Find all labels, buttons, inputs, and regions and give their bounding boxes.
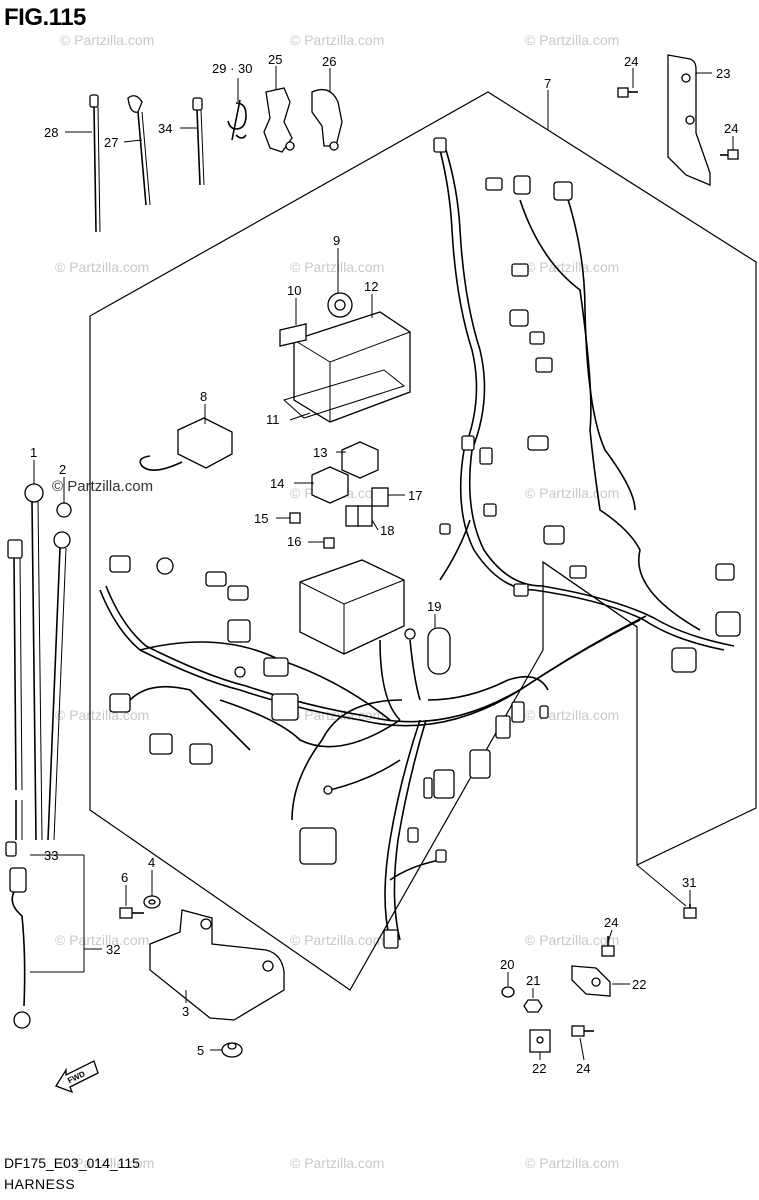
callout-25: 25 (268, 52, 282, 67)
callout-5: 5 (197, 1043, 204, 1058)
watermark: © Partzilla.com (525, 32, 619, 48)
diagram-code: DF175_E03_014_115 (4, 1155, 140, 1171)
callout-labels: 28 27 34 29 · 30 25 26 24 23 24 7 9 10 1… (30, 52, 738, 1076)
fuse-15 (289, 512, 301, 524)
callout-17: 17 (408, 488, 422, 503)
callout-11: 11 (266, 412, 280, 427)
relay-13 (341, 441, 379, 479)
tie-34 (192, 97, 205, 186)
bolt-6 (119, 907, 144, 919)
figure-title: FIG.115 (4, 4, 86, 31)
grommet-9 (327, 292, 353, 318)
callout-31: 31 (682, 875, 696, 890)
fuse-box-cover-12 (293, 311, 411, 423)
watermark: © Partzilla.com (60, 1155, 154, 1171)
callout-33: 33 (44, 848, 58, 863)
clip-29-30 (227, 99, 247, 141)
washer-4 (143, 895, 161, 909)
callout-24: 24 (624, 54, 638, 69)
connectors (109, 137, 741, 949)
callout-27: 27 (104, 135, 118, 150)
plate-22-right (571, 965, 611, 997)
callout-9: 9 (333, 233, 340, 248)
cap-19 (427, 627, 451, 675)
watermark: © Partzilla.com (290, 1155, 384, 1171)
callout-28: 28 (44, 125, 58, 140)
washer-20 (501, 986, 515, 998)
gasket-11 (283, 369, 406, 419)
battery-cables (5, 483, 72, 1029)
callout-22: 22 (632, 977, 646, 992)
callout-15: 15 (254, 511, 268, 526)
callout-19: 19 (427, 599, 441, 614)
callout-34: 34 (158, 121, 172, 136)
bolt-24-top (617, 87, 638, 98)
callout-16: 16 (287, 534, 301, 549)
callout-6: 6 (121, 870, 128, 885)
watermark: © Partzilla.com (525, 707, 619, 723)
callout-24: 24 (576, 1061, 590, 1076)
nut-21 (523, 999, 543, 1013)
fuse-16 (323, 537, 335, 549)
callout-26: 26 (322, 54, 336, 69)
callout-13: 13 (313, 445, 327, 460)
watermark: © Partzilla.com (55, 932, 149, 948)
watermark: © Partzilla.com (525, 485, 619, 501)
clip-10 (279, 323, 307, 347)
callout-14: 14 (270, 476, 284, 491)
watermark: © Partzilla.com (290, 259, 384, 275)
callout-23: 23 (716, 66, 730, 81)
bracket-3 (149, 909, 285, 1021)
watermark: © Partzilla.com (290, 32, 384, 48)
watermark: © Partzilla.com (525, 1155, 619, 1171)
callout-20: 20 (500, 957, 514, 972)
callout-22: 22 (532, 1061, 546, 1076)
bolt-24-bracket (720, 149, 739, 160)
relay-14 (311, 466, 349, 504)
bolt-24-bottom (571, 1025, 594, 1037)
grommet-5 (221, 1042, 243, 1058)
callout-2: 2 (59, 462, 66, 477)
callout-8: 8 (200, 389, 207, 404)
callout-7: 7 (544, 76, 551, 91)
tie-28 (89, 94, 101, 233)
assembly-frame-inner (542, 561, 638, 628)
callout-24: 24 (604, 915, 618, 930)
callout-12: 12 (364, 279, 378, 294)
fuse-18 (345, 505, 373, 527)
callout-10: 10 (287, 283, 301, 298)
callout-1: 1 (30, 445, 37, 460)
fwd-arrow: FWD (55, 1060, 99, 1094)
callout-3: 3 (182, 1004, 189, 1019)
diagram-name: HARNESS (4, 1176, 76, 1192)
clamp-25 (263, 87, 295, 153)
fuse-17 (371, 487, 389, 507)
wire-harness-7 (99, 149, 735, 941)
watermark: © Partzilla.com (55, 259, 149, 275)
watermark: © Partzilla.com (55, 707, 149, 723)
watermark: © Partzilla.com (60, 32, 154, 48)
watermark: © Partzilla.com (525, 259, 619, 275)
callout-21: 21 (526, 973, 540, 988)
watermark: © Partzilla.com (525, 932, 619, 948)
assembly-frame (89, 91, 757, 991)
callout-29-30: 29 · 30 (212, 61, 252, 76)
watermark: © Partzilla.com (290, 932, 384, 948)
relay-8 (139, 417, 233, 471)
plate-22-left (529, 1029, 551, 1053)
callout-32: 32 (106, 942, 120, 957)
watermark-strong: © Partzilla.com (52, 478, 153, 495)
fuse-box-base (299, 559, 405, 655)
leader-lines (30, 66, 734, 1061)
tie-27 (127, 95, 151, 206)
clamp-26 (311, 88, 343, 151)
bracket-23 (667, 54, 711, 186)
callout-24: 24 (724, 121, 738, 136)
callout-4: 4 (148, 855, 155, 870)
callout-18: 18 (380, 523, 394, 538)
